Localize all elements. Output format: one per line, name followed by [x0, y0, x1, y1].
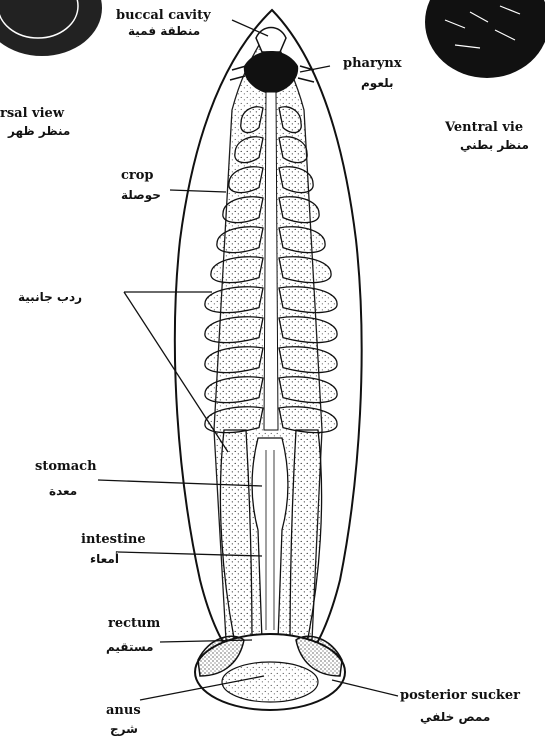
label-stomach-ar: معدة	[49, 484, 77, 498]
label-crop: crop	[121, 168, 154, 183]
label-intestine: intestine	[81, 532, 146, 547]
label-rectum: rectum	[108, 616, 160, 631]
label-buccal-cavity: buccal cavity	[116, 8, 211, 23]
label-anus-ar: شرج	[110, 722, 138, 736]
label-dorsal-view: rsal view	[0, 106, 64, 121]
buccal-cavity-shape	[256, 28, 286, 53]
dorsal-view-thumbnail	[0, 0, 102, 56]
label-intestine-ar: أمعاء	[90, 552, 119, 566]
label-crop-ar: حوصلة	[121, 188, 161, 202]
label-buccal-cavity-ar: منطقة فمية	[128, 24, 200, 38]
label-pharynx-ar: بلعوم	[361, 76, 394, 90]
central-canal	[264, 92, 278, 430]
label-anus: anus	[106, 703, 141, 718]
label-lateral-caeca-ar: ردب جانبية	[18, 290, 82, 304]
label-dorsal-view-ar: منظر ظهر	[8, 124, 70, 138]
posterior-sucker-shape	[195, 634, 345, 710]
label-posterior-sucker-ar: ممص خلفي	[420, 710, 490, 724]
ventral-view-thumbnail	[425, 0, 545, 78]
label-ventral-view-ar: منظر بطني	[460, 138, 529, 152]
label-pharynx: pharynx	[343, 56, 402, 71]
label-ventral-view: Ventral vie	[445, 120, 523, 135]
label-rectum-ar: مستقيم	[106, 640, 153, 654]
label-posterior-sucker: posterior sucker	[400, 688, 520, 703]
label-stomach: stomach	[35, 459, 97, 474]
